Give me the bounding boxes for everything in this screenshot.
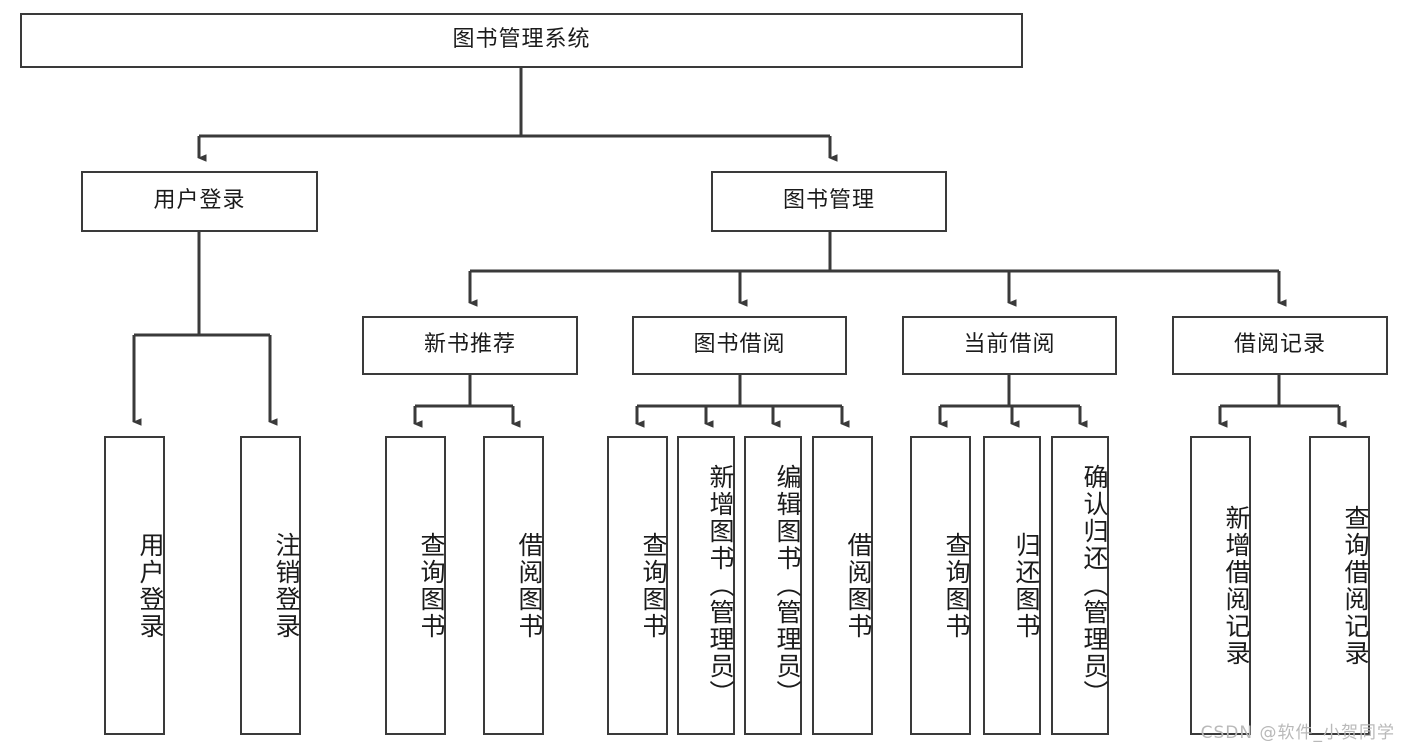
leaf-edit-book-admin-label: 编辑图书（管理员） bbox=[773, 464, 802, 707]
leaf-query-book-borrow[interactable]: 查询图书 bbox=[607, 436, 668, 735]
leaf-borrow-book-rec[interactable]: 借阅图书 bbox=[483, 436, 544, 735]
leaf-return-book-label: 归还图书 bbox=[1012, 531, 1041, 640]
node-new-book-recommend-label: 新书推荐 bbox=[423, 332, 516, 358]
leaf-return-book[interactable]: 归还图书 bbox=[983, 436, 1041, 735]
node-root-label: 图书管理系统 bbox=[452, 27, 591, 53]
leaf-logout-label: 注销登录 bbox=[272, 531, 301, 640]
leaf-confirm-return-admin-label: 确认归还（管理员） bbox=[1080, 464, 1109, 707]
node-user-login[interactable]: 用户登录 bbox=[81, 171, 318, 232]
node-user-login-label: 用户登录 bbox=[153, 188, 246, 214]
node-book-manage-label: 图书管理 bbox=[782, 188, 875, 214]
leaf-borrow-book-rec-label: 借阅图书 bbox=[515, 531, 544, 640]
node-book-borrow-label: 图书借阅 bbox=[693, 332, 786, 358]
leaf-edit-book-admin[interactable]: 编辑图书（管理员） bbox=[744, 436, 802, 735]
leaf-query-book-rec[interactable]: 查询图书 bbox=[385, 436, 446, 735]
node-root[interactable]: 图书管理系统 bbox=[20, 13, 1023, 68]
leaf-add-borrow-record[interactable]: 新增借阅记录 bbox=[1190, 436, 1251, 735]
leaf-add-book-admin-label: 新增图书（管理员） bbox=[706, 464, 735, 707]
leaf-confirm-return-admin[interactable]: 确认归还（管理员） bbox=[1051, 436, 1109, 735]
node-new-book-recommend[interactable]: 新书推荐 bbox=[362, 316, 578, 375]
node-borrow-record[interactable]: 借阅记录 bbox=[1172, 316, 1388, 375]
node-current-borrow[interactable]: 当前借阅 bbox=[902, 316, 1117, 375]
node-book-manage[interactable]: 图书管理 bbox=[711, 171, 947, 232]
node-book-borrow[interactable]: 图书借阅 bbox=[632, 316, 847, 375]
leaf-add-borrow-record-label: 新增借阅记录 bbox=[1222, 504, 1251, 667]
leaf-query-book-cur-label: 查询图书 bbox=[942, 531, 971, 640]
node-borrow-record-label: 借阅记录 bbox=[1233, 332, 1326, 358]
leaf-borrow-book[interactable]: 借阅图书 bbox=[812, 436, 873, 735]
csdn-watermark: CSDN @软件_小贺同学 bbox=[1200, 723, 1395, 743]
leaf-user-login-label: 用户登录 bbox=[136, 531, 165, 640]
leaf-add-book-admin[interactable]: 新增图书（管理员） bbox=[677, 436, 735, 735]
leaf-query-book-rec-label: 查询图书 bbox=[417, 531, 446, 640]
leaf-query-borrow-record[interactable]: 查询借阅记录 bbox=[1309, 436, 1370, 735]
node-current-borrow-label: 当前借阅 bbox=[963, 332, 1056, 358]
leaf-logout[interactable]: 注销登录 bbox=[240, 436, 301, 735]
leaf-borrow-book-label: 借阅图书 bbox=[844, 531, 873, 640]
leaf-query-book-cur[interactable]: 查询图书 bbox=[910, 436, 971, 735]
leaf-query-book-borrow-label: 查询图书 bbox=[639, 531, 668, 640]
leaf-user-login[interactable]: 用户登录 bbox=[104, 436, 165, 735]
leaf-query-borrow-record-label: 查询借阅记录 bbox=[1341, 504, 1370, 667]
